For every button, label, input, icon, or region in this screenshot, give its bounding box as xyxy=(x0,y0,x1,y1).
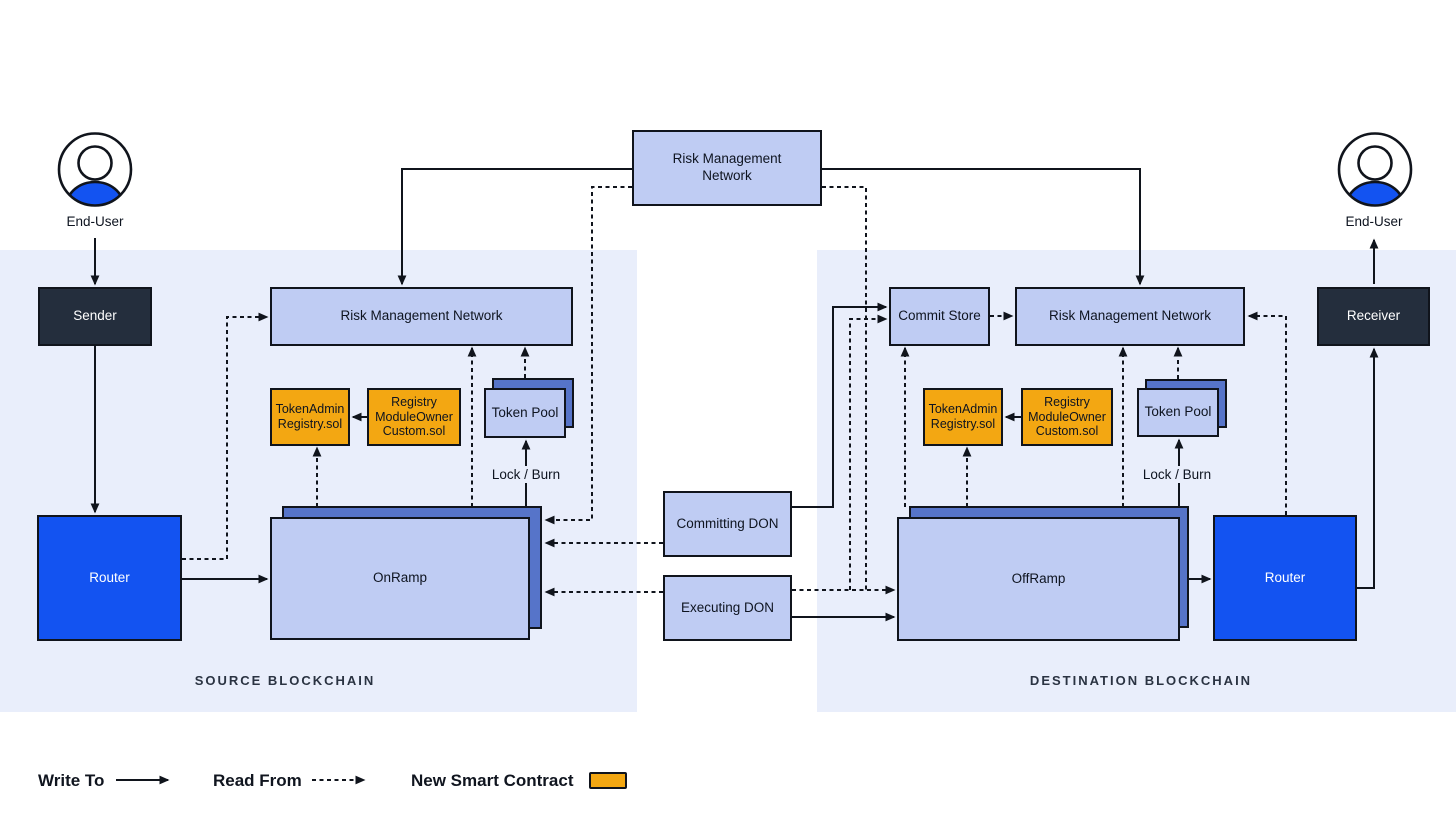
onramp-label: OnRamp xyxy=(372,570,428,586)
router-destination-label: Router xyxy=(1264,569,1306,585)
end-user-right-label: End-User xyxy=(1345,214,1403,229)
edge-toprmn-to-rmn-destination xyxy=(822,168,1145,286)
legend-new-smart-contract-label: New Smart Contract xyxy=(411,771,574,790)
onramp-box: OnRamp xyxy=(270,517,530,640)
receiver-box: Receiver xyxy=(1317,287,1430,346)
rmn-source-label: Risk Management Network xyxy=(340,308,503,324)
rmn-destination-label: Risk Management Network xyxy=(1048,308,1212,324)
commit-store-box: Commit Store xyxy=(889,287,990,346)
edge-router-to-receiver xyxy=(1357,347,1379,589)
executing-don-label: Executing DON xyxy=(680,599,775,615)
offramp-box: OffRamp xyxy=(897,517,1180,641)
committing-don-label: Committing DON xyxy=(676,515,779,531)
write-to-arrow-icon xyxy=(116,775,170,785)
token-pool-destination-label: Token Pool xyxy=(1144,404,1212,420)
commit-store-label: Commit Store xyxy=(898,308,981,324)
receiver-label: Receiver xyxy=(1346,308,1401,324)
executing-don-box: Executing DON xyxy=(663,575,792,641)
edge-dashed-branch-to-commitstore xyxy=(849,314,888,590)
risk-management-network-top-box: Risk Management Network xyxy=(632,130,822,206)
rmn-destination-box: Risk Management Network xyxy=(1015,287,1245,346)
lock-burn-destination-label: Lock / Burn xyxy=(1137,466,1217,483)
destination-blockchain-caption: DESTINATION BLOCKCHAIN xyxy=(1029,673,1253,688)
end-user-avatar-icon xyxy=(1337,132,1413,207)
committing-don-box: Committing DON xyxy=(663,491,792,557)
router-destination-box: Router xyxy=(1213,515,1357,641)
end-user-left-label: End-User xyxy=(66,214,124,229)
edge-router-reads-rmn-source xyxy=(182,312,269,560)
sender-box: Sender xyxy=(38,287,152,346)
end-user-avatar-icon xyxy=(57,132,133,207)
lock-burn-source-label: Lock / Burn xyxy=(486,466,566,483)
edge-toprmn-to-rmn-source xyxy=(397,168,632,286)
token-pool-source-box: Token Pool xyxy=(484,388,566,438)
edge-committingdon-to-commitstore xyxy=(792,302,888,508)
legend-write-to-label: Write To xyxy=(38,771,105,790)
router-source-label: Router xyxy=(89,569,130,585)
new-smart-contract-swatch xyxy=(589,772,627,789)
router-source-box: Router xyxy=(37,515,182,641)
source-blockchain-caption: SOURCE BLOCKCHAIN xyxy=(194,673,376,688)
read-from-arrow-icon xyxy=(312,775,366,785)
token-pool-source-label: Token Pool xyxy=(491,404,559,420)
rmn-source-box: Risk Management Network xyxy=(270,287,573,346)
edge-toprmn-reads-onramp xyxy=(544,186,632,525)
edge-toprmn-dashed-down-destination xyxy=(822,186,867,590)
risk-management-network-top-label: Risk Management Network xyxy=(672,151,782,183)
legend-read-from-label: Read From xyxy=(213,771,302,790)
sender-label: Sender xyxy=(73,308,117,324)
offramp-label: OffRamp xyxy=(1011,570,1066,586)
edge-router-reads-rmn-destination xyxy=(1247,311,1287,515)
token-pool-destination-box: Token Pool xyxy=(1137,388,1219,437)
